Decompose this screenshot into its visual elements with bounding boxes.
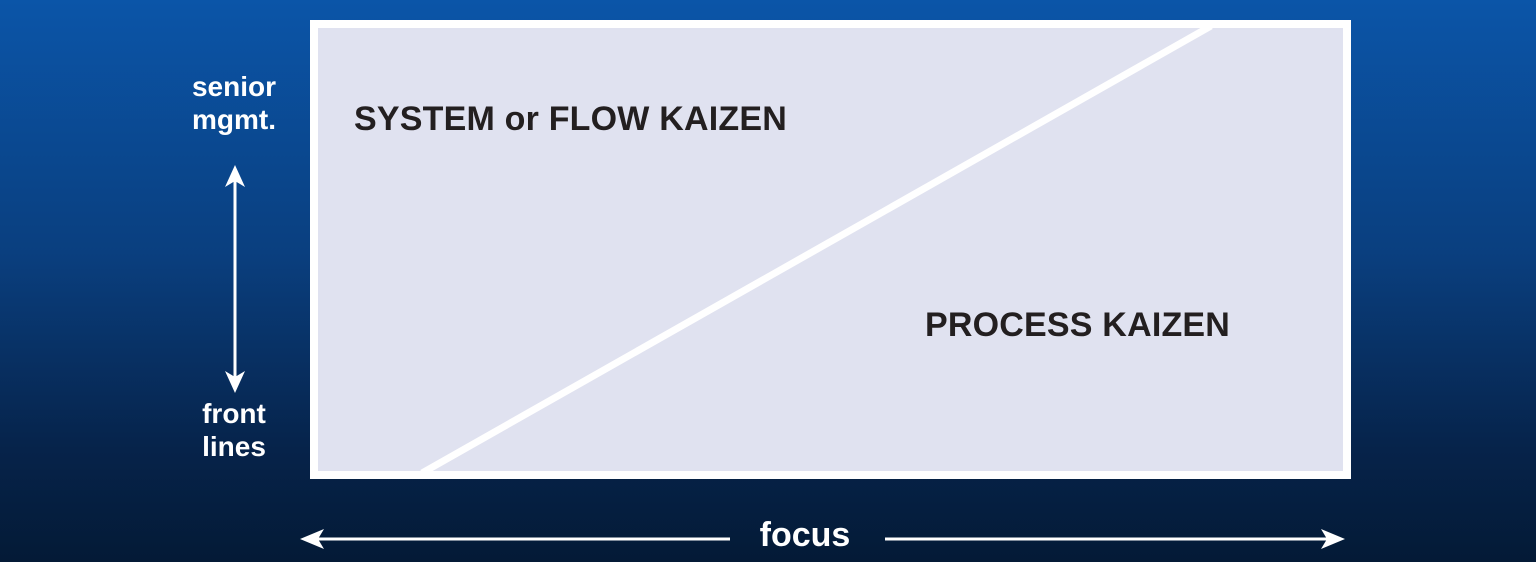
front-lines-line1: front bbox=[202, 398, 266, 429]
vertical-double-arrow-icon bbox=[225, 165, 245, 393]
diagram-panel: SYSTEM or FLOW KAIZEN PROCESS KAIZEN bbox=[310, 20, 1351, 479]
focus-label: focus bbox=[759, 516, 851, 554]
horizontal-double-arrow-icon bbox=[300, 529, 1345, 549]
senior-mgmt-line1: senior bbox=[191, 71, 277, 102]
senior-mgmt-label: senior mgmt. bbox=[175, 70, 293, 136]
system-flow-kaizen-label: SYSTEM or FLOW KAIZEN bbox=[354, 100, 787, 138]
front-lines-label: front lines bbox=[175, 397, 293, 463]
process-kaizen-label: PROCESS KAIZEN bbox=[925, 306, 1231, 344]
senior-mgmt-line2: mgmt. bbox=[192, 104, 276, 135]
diagonal-divider bbox=[420, 28, 1213, 471]
front-lines-line2: lines bbox=[202, 431, 266, 462]
